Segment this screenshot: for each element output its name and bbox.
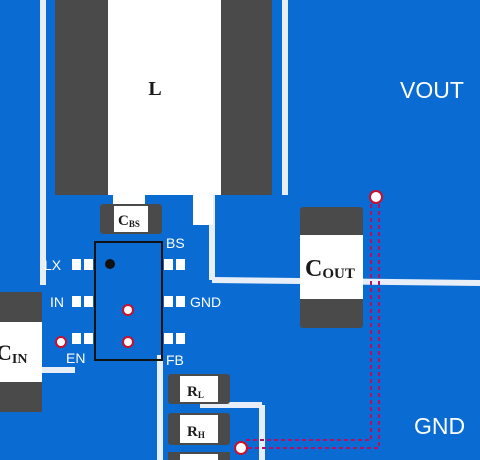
rh-label-sub: H (198, 430, 205, 440)
pin-label-fb: FB (166, 352, 184, 368)
cbs-label-main: C (118, 213, 129, 229)
svg-text:RH: RH (187, 424, 205, 440)
cin-label-sub: IN (12, 352, 28, 367)
cout-label-sub: OUT (322, 266, 355, 282)
pin-label-in: IN (50, 294, 64, 310)
svg-text:RL: RL (187, 384, 204, 400)
ic-package (72, 241, 185, 361)
pin1-marker (105, 259, 115, 269)
pin-label-bs: BS (166, 235, 185, 251)
resistor-rh: RH (168, 413, 230, 460)
inductor-l: L (55, 0, 272, 195)
capacitor-cout: COUT (300, 207, 363, 328)
svg-text:CIN: CIN (0, 340, 27, 367)
fb-via (234, 441, 248, 455)
pin-label-en: EN (66, 350, 85, 366)
net-label-gnd: GND (414, 413, 465, 439)
svg-text:CBS: CBS (118, 213, 140, 229)
net-label-vout: VOUT (400, 77, 464, 103)
svg-text:COUT: COUT (305, 256, 355, 282)
pin-label-gnd: GND (190, 294, 221, 310)
cin-label-main: C (0, 340, 12, 365)
feedback-trace (245, 197, 380, 449)
rh-label-main: R (187, 424, 198, 440)
pin-label-lx: LX (44, 257, 62, 273)
en-via (55, 336, 67, 348)
resistor-rl: RL (168, 374, 230, 404)
cout-label-main: C (305, 256, 322, 282)
rl-label-main: R (187, 384, 198, 400)
rl-label-sub: L (198, 390, 204, 400)
capacitor-cin: CIN (0, 292, 42, 412)
vout-stub (193, 195, 213, 225)
ic-vias (122, 304, 134, 348)
capacitor-cbs: CBS (100, 204, 162, 234)
cbs-label-sub: BS (129, 219, 140, 229)
vout-sense-via (369, 190, 383, 204)
inductor-label: L (148, 78, 161, 100)
